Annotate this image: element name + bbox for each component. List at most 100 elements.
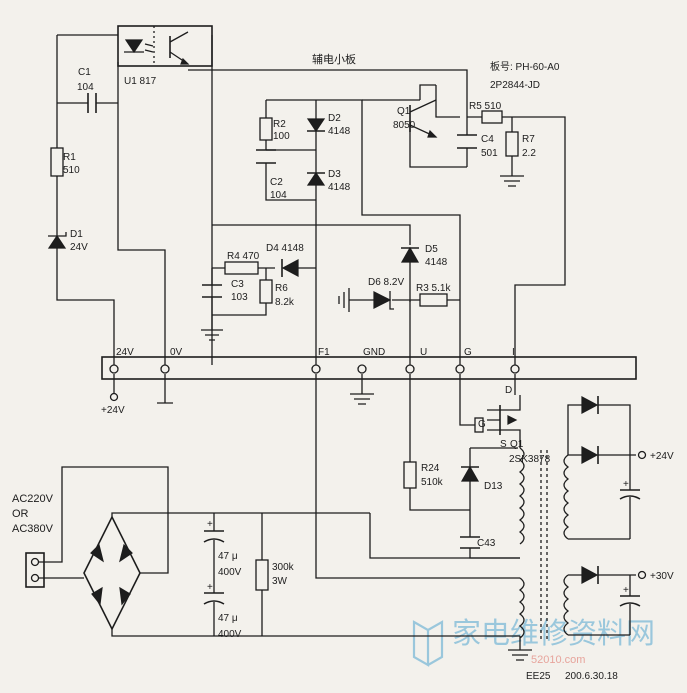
cap-top-voltage: 400V xyxy=(218,567,242,578)
watermark-text: 家电维修资料网 xyxy=(452,616,655,650)
transformer-ee25: EE25 200.6.30.18 xyxy=(518,447,618,682)
r24-ref: R24 xyxy=(421,463,440,474)
resistor-r1: R1 510 xyxy=(50,147,80,177)
mos-g-label: G xyxy=(478,419,486,430)
r3-label: R3 5.1k xyxy=(416,283,451,294)
wiring xyxy=(56,34,566,365)
q1-ref: Q1 xyxy=(397,106,411,117)
ac-line1: AC220V xyxy=(12,493,54,505)
mos-d-label: D xyxy=(505,385,512,396)
q1-value: 8050 xyxy=(393,120,416,131)
cap-30v-plus: + xyxy=(623,585,629,596)
r2-ref: R2 xyxy=(273,119,286,130)
pin-g: G xyxy=(464,347,472,358)
c4-ref: C4 xyxy=(481,134,494,145)
out-30v-label: +30V xyxy=(650,571,674,582)
cap-bot-voltage: 400V xyxy=(218,629,242,640)
r7-ref: R7 xyxy=(522,134,535,145)
d5-ref: D5 xyxy=(425,244,438,255)
d1-ref: D1 xyxy=(70,229,83,240)
board-number: 板号: PH-60-A0 xyxy=(490,60,560,73)
c1-value: 104 xyxy=(77,82,94,93)
d2-ref: D2 xyxy=(328,113,341,124)
diode-d4: D4 4148 xyxy=(266,243,304,277)
bulk-capacitors: + + 47 μ 400V 47 μ 400V xyxy=(203,513,242,640)
pin-24v: 24V xyxy=(116,347,134,358)
ground-symbol-3 xyxy=(338,288,350,312)
output-30v: + +30V xyxy=(568,566,674,636)
d5-value: 4148 xyxy=(425,257,448,268)
watermark: 家电维修资料网 52010.com xyxy=(412,616,655,667)
capacitor-c4: C4 501 xyxy=(457,134,498,159)
capacitor-c1: C1 104 xyxy=(77,67,97,113)
c2-value: 104 xyxy=(270,190,287,201)
pin-u: U xyxy=(420,347,427,358)
zener-d6: D6 8.2V xyxy=(368,277,404,310)
plus24-label: +24V xyxy=(101,405,125,416)
r2-value: 100 xyxy=(273,131,290,142)
capacitor-c43: C43 xyxy=(460,536,496,549)
ground-symbol-1 xyxy=(500,175,524,187)
pin-gnd: GND xyxy=(363,347,385,358)
d6-label: D6 8.2V xyxy=(368,277,404,288)
ground-symbol-2 xyxy=(201,329,223,341)
ac-input: AC220V OR AC380V xyxy=(12,466,169,588)
date-code: 200.6.30.18 xyxy=(565,671,618,682)
ac-line2: OR xyxy=(12,508,29,520)
transistor-q1: Q1 8050 xyxy=(393,99,438,138)
out-24v-label: +24V xyxy=(650,451,674,462)
transformer-label: EE25 xyxy=(526,671,551,682)
c2-ref: C2 xyxy=(270,177,283,188)
cap-bot-value: 47 μ xyxy=(218,613,238,624)
connector-strip: 24V 0V F1 GND U G I xyxy=(101,347,637,380)
capacitor-c2: C2 104 xyxy=(256,149,287,201)
r1-ref: R1 xyxy=(63,152,76,163)
resistor-r5: R5 510 xyxy=(469,101,503,124)
u1-label: U1 817 xyxy=(124,76,157,87)
diode-d3: D3 4148 xyxy=(306,169,351,193)
c1-ref: C1 xyxy=(78,67,91,78)
cap-24v-plus: + xyxy=(623,479,629,490)
ac-line3: AC380V xyxy=(12,523,54,535)
c43-label: C43 xyxy=(477,538,496,549)
pin-0v: 0V xyxy=(170,347,183,358)
mos-ref: Q1 xyxy=(510,439,524,450)
resistor-r7: R7 2.2 xyxy=(505,131,536,159)
d4-label: D4 4148 xyxy=(266,243,304,254)
lower-wiring: +24V xyxy=(101,374,521,579)
c3-ref: C3 xyxy=(231,279,244,290)
d1-value: 24V xyxy=(70,242,88,253)
bridge-rectifier xyxy=(83,512,520,637)
bleeder-resistor: 300k 3W xyxy=(255,513,295,636)
capacitor-c3: C3 103 xyxy=(202,279,248,303)
bleeder-value: 300k xyxy=(272,562,295,573)
d3-value: 4148 xyxy=(328,182,351,193)
resistor-r2: R2 100 xyxy=(259,117,290,142)
r6-ref: R6 xyxy=(275,283,288,294)
diode-d5: D5 4148 xyxy=(400,244,448,268)
resistor-r24: R24 510k xyxy=(403,461,444,489)
resistor-r3: R3 5.1k xyxy=(416,283,451,307)
watermark-url: 52010.com xyxy=(531,654,585,666)
cap-plus-1: + xyxy=(207,519,213,530)
r6-value: 8.2k xyxy=(275,297,295,308)
d3-ref: D3 xyxy=(328,169,341,180)
mosfet-q1: D G S Q1 2SK3878 xyxy=(474,385,551,465)
r7-value: 2.2 xyxy=(522,148,536,159)
c4-value: 501 xyxy=(481,148,498,159)
board-title: 辅电小板 xyxy=(312,52,356,66)
board-model: 2P2844-JD xyxy=(490,80,540,91)
bleeder-watt: 3W xyxy=(272,576,288,587)
d13-label: D13 xyxy=(484,481,503,492)
mos-s-label: S xyxy=(500,439,507,450)
cap-plus-2: + xyxy=(207,582,213,593)
zener-d1: D1 24V xyxy=(47,229,88,253)
diode-d2: D2 4148 xyxy=(306,113,351,137)
diode-d13: D13 xyxy=(460,465,503,492)
d2-value: 4148 xyxy=(328,126,351,137)
r5-label: R5 510 xyxy=(469,101,502,112)
pin-f1: F1 xyxy=(318,347,330,358)
r1-value: 510 xyxy=(63,165,80,176)
c3-value: 103 xyxy=(231,292,248,303)
